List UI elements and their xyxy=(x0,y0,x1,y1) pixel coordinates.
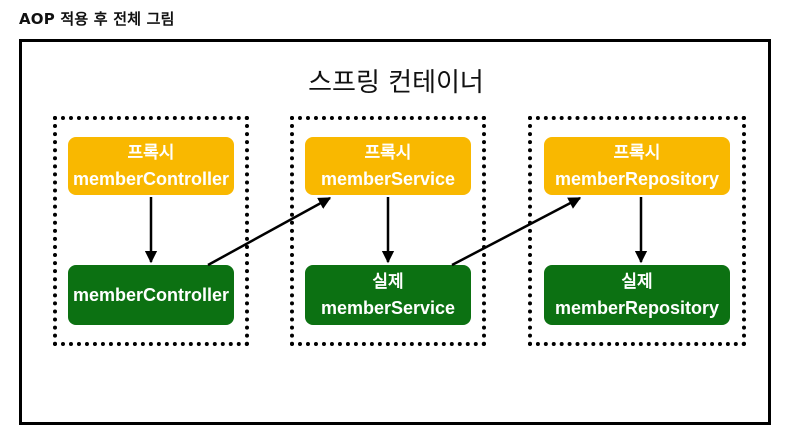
proxy-label: 프록시 xyxy=(613,143,661,163)
proxy-member-controller-box: 프록시 memberController xyxy=(68,137,234,195)
spring-container-title: 스프링 컨테이너 xyxy=(308,68,484,98)
real-label: 실제 xyxy=(621,272,653,292)
spring-container-frame xyxy=(19,39,771,425)
real-member-service-box: 실제 memberService xyxy=(305,265,471,325)
member-controller-box: memberController xyxy=(68,265,234,325)
proxy-member-repository-box: 프록시 memberRepository xyxy=(544,137,730,195)
proxy-label: 프록시 xyxy=(364,143,412,163)
proxy-member-service-box: 프록시 memberService xyxy=(305,137,471,195)
proxy-component-name: memberService xyxy=(320,169,456,189)
real-member-repository-box: 실제 memberRepository xyxy=(544,265,730,325)
component-name: memberController xyxy=(72,285,230,305)
component-name: memberService xyxy=(320,298,456,318)
proxy-label: 프록시 xyxy=(127,143,175,163)
component-name: memberRepository xyxy=(554,298,720,318)
proxy-component-name: memberController xyxy=(72,169,230,189)
page-title: AOP 적용 후 전체 그림 xyxy=(19,10,175,28)
proxy-component-name: memberRepository xyxy=(554,169,720,189)
real-label: 실제 xyxy=(372,272,404,292)
